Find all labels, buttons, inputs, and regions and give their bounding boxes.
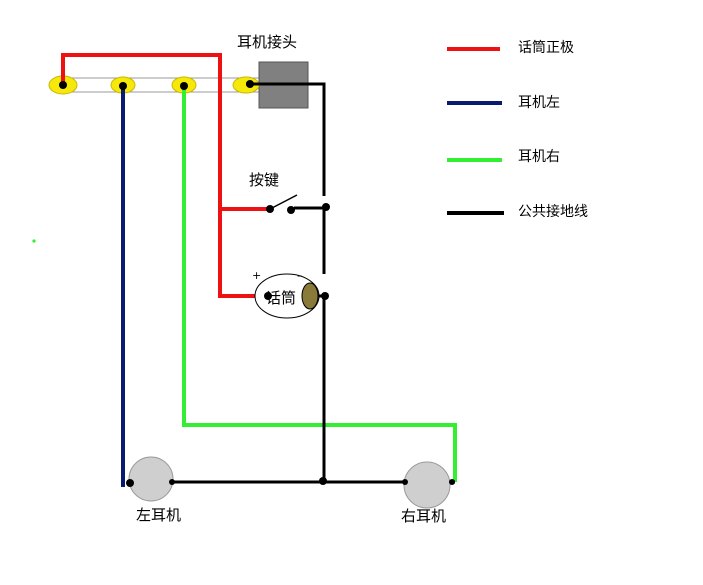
mic-body bbox=[254, 273, 320, 319]
button-label: 按键 bbox=[249, 171, 279, 189]
left-earphone-speaker bbox=[128, 456, 174, 502]
mic-minus-label: – bbox=[297, 269, 303, 282]
stray-dot bbox=[32, 239, 36, 243]
button-terminal-right bbox=[287, 206, 295, 214]
legend: 话筒正极 耳机左 耳机右 公共接地线 bbox=[447, 39, 588, 220]
legend-item: 耳机右 bbox=[447, 149, 560, 165]
legend-label: 公共接地线 bbox=[518, 203, 588, 220]
connector-label: 耳机接头 bbox=[237, 33, 297, 51]
legend-item: 耳机左 bbox=[447, 95, 560, 111]
ground-wire-top bbox=[246, 82, 326, 196]
junction-dot bbox=[402, 479, 408, 485]
junction-dot bbox=[246, 80, 254, 88]
mic-label: 话筒 bbox=[266, 289, 296, 307]
legend-label: 耳机左 bbox=[518, 95, 560, 111]
junction-dot bbox=[119, 82, 127, 90]
mic-terminal-positive bbox=[264, 292, 272, 300]
right-earphone-speaker bbox=[403, 461, 451, 509]
legend-label: 耳机右 bbox=[518, 149, 560, 165]
mic-positive-wire bbox=[61, 53, 270, 211]
junction-dot bbox=[449, 479, 455, 485]
legend-item: 话筒正极 bbox=[447, 39, 574, 56]
junction-dot bbox=[180, 82, 188, 90]
junction-dot bbox=[319, 477, 327, 485]
junction-dot bbox=[322, 203, 330, 211]
junction-dot bbox=[169, 479, 175, 485]
legend-label: 话筒正极 bbox=[518, 39, 574, 56]
right-ear-wire bbox=[182, 85, 457, 482]
legend-item: 公共接地线 bbox=[447, 203, 588, 220]
junction-dot bbox=[126, 479, 134, 487]
button-terminal-left bbox=[266, 205, 274, 213]
mic-positive-wire-branch bbox=[218, 209, 268, 298]
junction-dot bbox=[321, 292, 329, 300]
right-ear-label: 右耳机 bbox=[401, 507, 446, 525]
mic-cap bbox=[301, 282, 319, 310]
junction-dot bbox=[59, 81, 67, 89]
button-switch-lever bbox=[271, 194, 298, 209]
left-ear-label: 左耳机 bbox=[136, 506, 181, 524]
mic-plus-label: + bbox=[252, 269, 261, 282]
